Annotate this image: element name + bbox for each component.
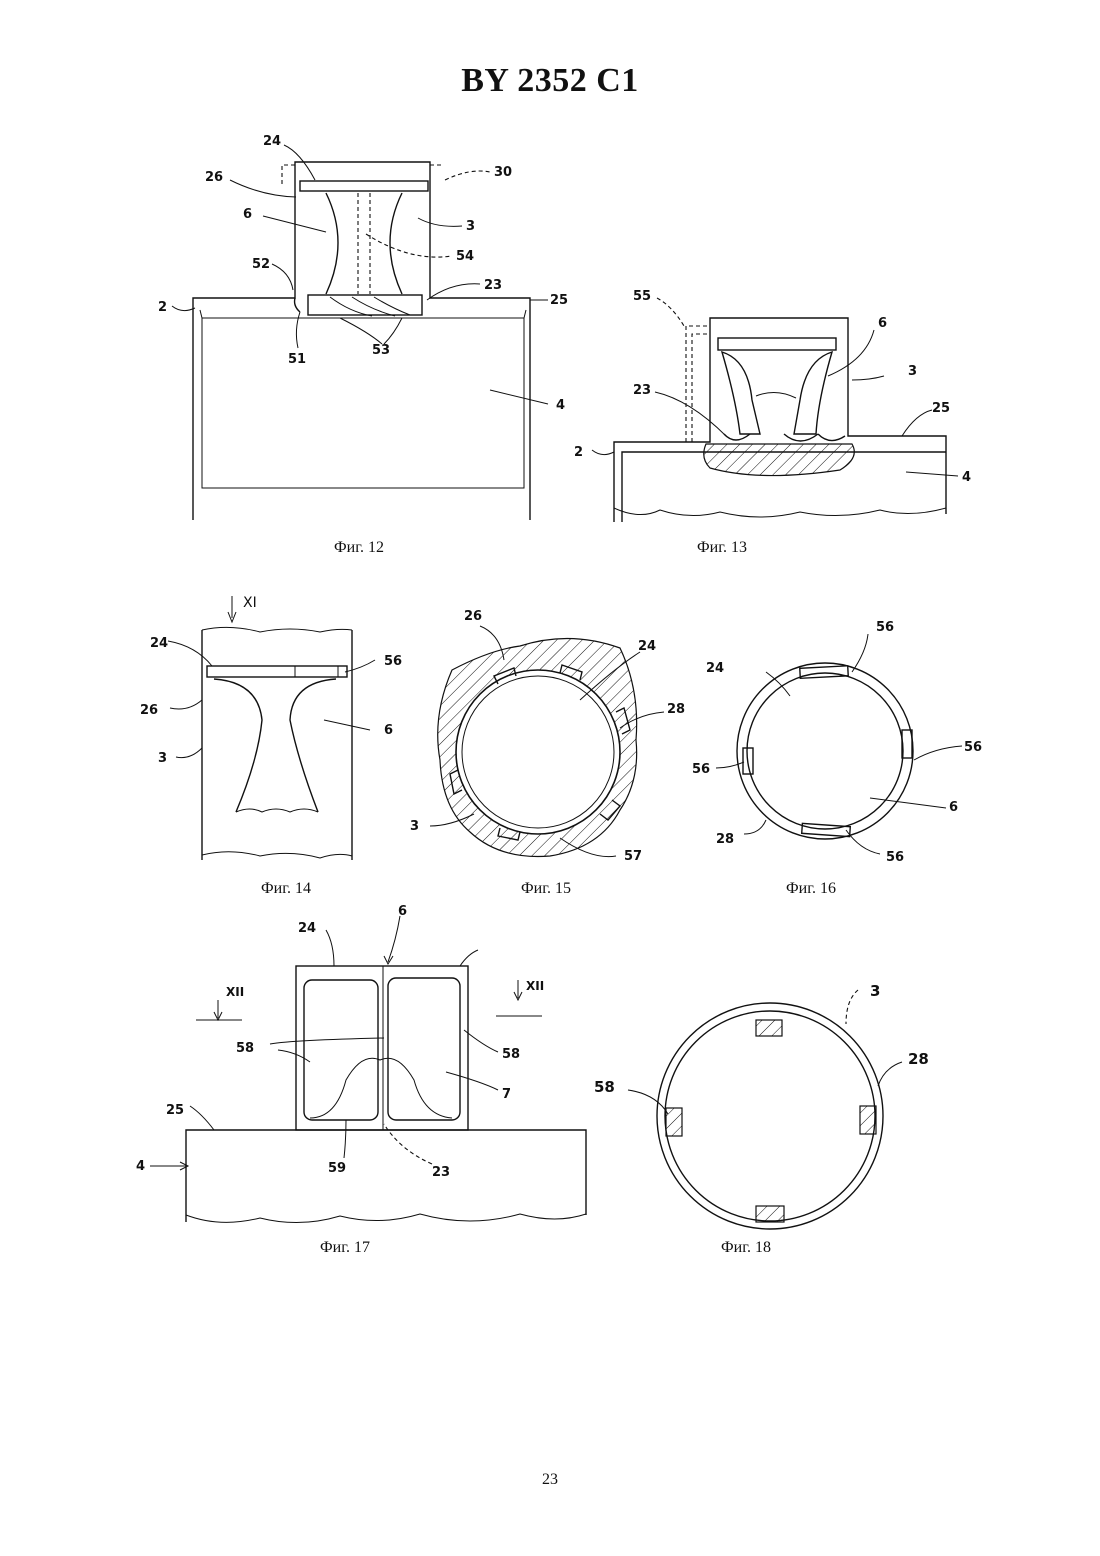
label: 23 (484, 278, 502, 293)
figure-13-caption: Фиг. 13 (697, 539, 747, 557)
label: 3 (410, 819, 419, 834)
label: 56 (692, 762, 710, 777)
figure-16-caption: Фиг. 16 (786, 880, 836, 898)
label: 24 (150, 636, 168, 651)
figure-12-drawing: 24 26 30 6 3 54 52 23 2 25 51 53 4 (158, 134, 568, 520)
figure-17-caption: Фиг. 17 (320, 1239, 370, 1257)
label: 52 (252, 257, 270, 272)
label: 24 (298, 921, 316, 936)
label: 3 (908, 364, 917, 379)
figure-18-caption: Фиг. 18 (721, 1239, 771, 1257)
label: XI (243, 595, 257, 611)
figure-18-drawing: 3 28 58 (594, 982, 929, 1229)
page-number: 23 (0, 1471, 1100, 1489)
figure-12-leaders (172, 145, 548, 404)
figure-15-drawing: 26 24 28 3 57 (410, 609, 685, 864)
label: 58 (236, 1041, 254, 1056)
label: 6 (949, 800, 958, 815)
label: 25 (550, 293, 568, 308)
label: 30 (494, 165, 512, 180)
label: 25 (932, 401, 950, 416)
label: 24 (638, 639, 656, 654)
figure-17-leaders (150, 916, 498, 1170)
label: 3 (158, 751, 167, 766)
label: 53 (372, 343, 390, 358)
label: 24 (706, 661, 724, 676)
label: 56 (964, 740, 982, 755)
label: XII (226, 985, 244, 999)
label: 51 (288, 352, 306, 367)
label: 4 (136, 1159, 145, 1174)
label: 57 (624, 849, 642, 864)
figure-14-drawing: XI 24 56 26 6 3 (140, 595, 402, 860)
label: 4 (962, 470, 971, 485)
label: 2 (158, 300, 167, 315)
label: 6 (384, 723, 393, 738)
label: 23 (633, 383, 651, 398)
figure-17-drawing: 6 24 XII XII 58 58 7 25 4 59 23 (136, 904, 586, 1223)
label: 26 (464, 609, 482, 624)
label: 28 (716, 832, 734, 847)
label: 54 (456, 249, 474, 264)
label: 58 (594, 1078, 615, 1096)
label: 6 (398, 904, 407, 919)
label: 4 (556, 398, 565, 413)
label: 6 (243, 207, 252, 222)
label: 26 (205, 170, 223, 185)
label: 56 (886, 850, 904, 865)
label: 25 (166, 1103, 184, 1118)
figure-13-drawing: 55 6 3 23 25 2 4 (574, 289, 971, 522)
label: 3 (466, 219, 475, 234)
label: 58 (502, 1047, 520, 1062)
figure-14-caption: Фиг. 14 (261, 880, 311, 898)
label: 24 (263, 134, 281, 149)
label: 3 (870, 982, 880, 1000)
figure-18-leaders (628, 990, 902, 1114)
figure-14-leaders (168, 641, 375, 758)
label: XII (526, 979, 544, 993)
figure-16-leaders (716, 634, 962, 854)
label: 56 (876, 620, 894, 635)
label: 28 (908, 1050, 929, 1068)
label: 56 (384, 654, 402, 669)
figure-15-caption: Фиг. 15 (521, 880, 571, 898)
label: 28 (667, 702, 685, 717)
label: 7 (502, 1087, 511, 1102)
label: 23 (432, 1165, 450, 1180)
label: 59 (328, 1161, 346, 1176)
label: 55 (633, 289, 651, 304)
label: 6 (878, 316, 887, 331)
label: 2 (574, 445, 583, 460)
label: 26 (140, 703, 158, 718)
figure-16-drawing: 56 24 56 56 6 28 56 (692, 620, 982, 865)
figure-12-caption: Фиг. 12 (334, 539, 384, 557)
